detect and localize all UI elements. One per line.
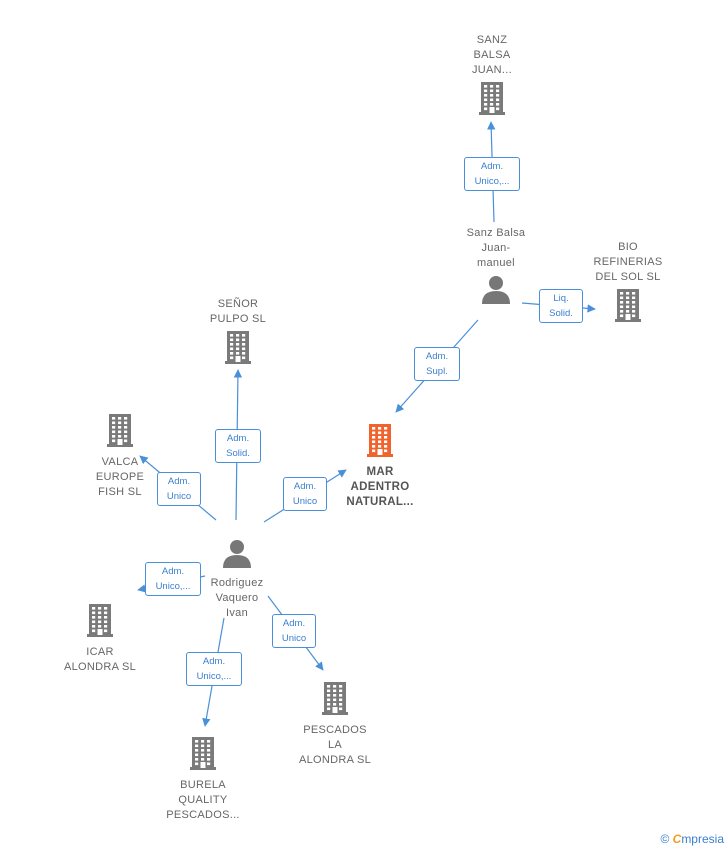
node-label: BIO REFINERIAS DEL SOL SL xyxy=(593,241,663,283)
building-icon xyxy=(476,81,508,120)
node-label: PESCADOS LA ALONDRA SL xyxy=(298,724,372,766)
node-label: SANZ BALSA JUAN... xyxy=(472,34,512,76)
copyright-symbol: © xyxy=(660,832,670,846)
node-bio-refinerias[interactable]: BIO REFINERIAS DEL SOL SL xyxy=(583,240,673,330)
brand-initial: C xyxy=(672,832,682,846)
brand-footer: © Cmpresia xyxy=(660,832,724,846)
edge-badge[interactable]: Adm. Unico,... xyxy=(145,562,201,596)
node-valca-europe-fish[interactable]: VALCA EUROPE FISH SL xyxy=(80,410,160,500)
building-icon xyxy=(319,681,351,720)
node-label: MAR ADENTRO NATURAL... xyxy=(346,466,414,508)
node-icar-alondra[interactable]: ICAR ALONDRA SL xyxy=(55,600,145,675)
node-label: VALCA EUROPE FISH SL xyxy=(95,456,145,498)
node-burela-quality[interactable]: BURELA QUALITY PESCADOS... xyxy=(153,733,253,823)
node-sanz-balsa-company[interactable]: SANZ BALSA JUAN... xyxy=(452,33,532,123)
node-label: Rodriguez Vaquero Ivan xyxy=(210,577,264,619)
node-label: Sanz Balsa Juan- manuel xyxy=(466,227,526,269)
edge-badge[interactable]: Adm. Unico,... xyxy=(464,157,520,191)
node-senor-pulpo[interactable]: SEÑOR PULPO SL xyxy=(198,297,278,372)
edge-badge[interactable]: Adm. Unico xyxy=(272,614,316,648)
edge-badge[interactable]: Adm. Solid. xyxy=(215,429,261,463)
edge-badge[interactable]: Adm. Unico xyxy=(283,477,327,511)
building-icon xyxy=(187,736,219,775)
person-icon xyxy=(222,538,252,573)
node-mar-adentro-natural[interactable]: MAR ADENTRO NATURAL... xyxy=(330,420,430,510)
building-icon xyxy=(612,288,644,327)
node-label: BURELA QUALITY PESCADOS... xyxy=(166,779,240,821)
building-icon xyxy=(84,603,116,642)
node-label: SEÑOR PULPO SL xyxy=(209,298,267,325)
building-icon xyxy=(364,423,396,462)
edge-badge[interactable]: Liq. Solid. xyxy=(539,289,583,323)
edge-badge[interactable]: Adm. Unico xyxy=(157,472,201,506)
node-rodriguez-vaquero[interactable]: Rodriguez Vaquero Ivan xyxy=(187,535,287,621)
node-sanz-balsa-person[interactable]: Sanz Balsa Juan- manuel xyxy=(446,226,546,312)
building-icon xyxy=(222,330,254,369)
building-icon xyxy=(104,413,136,452)
edge-badge[interactable]: Adm. Unico,... xyxy=(186,652,242,686)
node-pescados-la-alondra[interactable]: PESCADOS LA ALONDRA SL xyxy=(290,678,380,768)
node-label: ICAR ALONDRA SL xyxy=(63,646,137,673)
edge-badge[interactable]: Adm. Supl. xyxy=(414,347,460,381)
brand-name: mpresia xyxy=(681,832,724,846)
person-icon xyxy=(481,274,511,309)
